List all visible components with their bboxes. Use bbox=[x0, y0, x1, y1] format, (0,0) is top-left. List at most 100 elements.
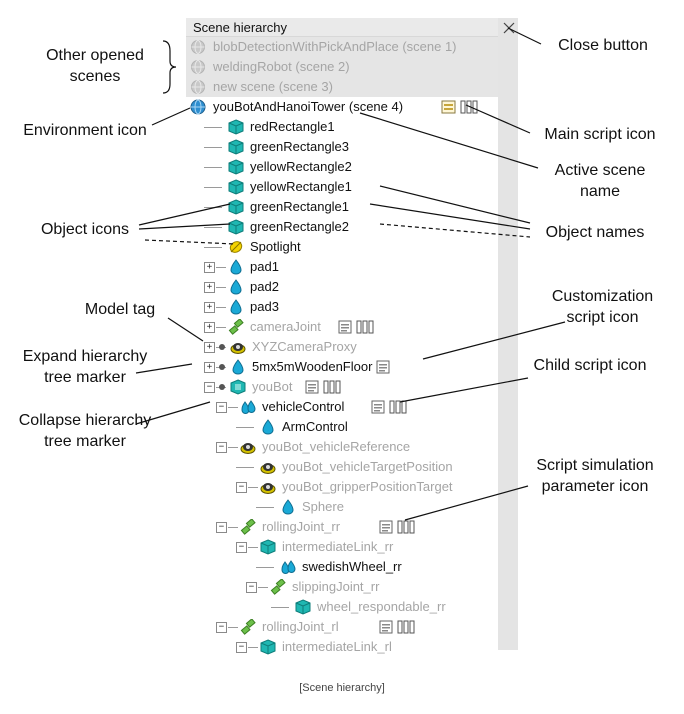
tree-item[interactable]: +pad3 bbox=[186, 297, 498, 317]
tree-item-label: yellowRectangle1 bbox=[250, 179, 352, 194]
tree-item[interactable]: −youBot bbox=[186, 377, 498, 397]
child-script-icon[interactable] bbox=[338, 320, 378, 334]
collapse-tree-marker[interactable]: − bbox=[216, 442, 227, 453]
collapse-tree-marker[interactable]: − bbox=[204, 382, 215, 393]
cube-icon bbox=[228, 199, 244, 215]
expand-tree-marker[interactable]: + bbox=[204, 282, 215, 293]
tree-connector-line bbox=[228, 447, 238, 448]
expand-tree-marker[interactable]: + bbox=[204, 342, 215, 353]
tree-item[interactable]: + pad2 bbox=[186, 277, 498, 297]
collapse-tree-marker[interactable]: − bbox=[216, 402, 227, 413]
tree-item[interactable]: +pad1 bbox=[186, 257, 498, 277]
shape-icon bbox=[260, 419, 276, 435]
active-scene-row[interactable]: youBotAndHanoiTower (scene 4) bbox=[186, 97, 498, 117]
other-scene-item[interactable]: blobDetectionWithPickAndPlace (scene 1) bbox=[186, 37, 498, 57]
tree-item-label: Sphere bbox=[302, 499, 344, 514]
tree-item-label: youBot_vehicleTargetPosition bbox=[282, 459, 453, 474]
collapse-tree-marker[interactable]: − bbox=[216, 522, 227, 533]
tree-item[interactable]: − slippingJoint_rr bbox=[186, 577, 498, 597]
cube-icon bbox=[260, 639, 276, 655]
tree-item[interactable]: Spotlight bbox=[186, 237, 498, 257]
callout-model-tag: Model tag bbox=[84, 301, 156, 318]
dummy-icon bbox=[230, 339, 246, 355]
callout-close-button: Close button bbox=[558, 37, 648, 54]
callout-collapse-marker: Collapse hierarchy tree marker bbox=[18, 412, 152, 450]
tree-item[interactable]: swedishWheel_rr bbox=[186, 557, 498, 577]
tree-item[interactable]: −youBot_vehicleReference bbox=[186, 437, 498, 457]
tree-connector-line bbox=[204, 247, 222, 248]
callout-active-scene-name: Active scene name bbox=[554, 162, 646, 200]
tree-item-label: greenRectangle2 bbox=[250, 219, 350, 234]
tree-connector-line bbox=[236, 467, 254, 468]
expand-tree-marker[interactable]: + bbox=[204, 322, 215, 333]
leader-model-tag bbox=[167, 317, 204, 342]
tree-connector-line bbox=[248, 647, 258, 648]
child-script-icon[interactable] bbox=[371, 400, 411, 414]
tree-item[interactable]: redRectangle1 bbox=[186, 117, 498, 137]
multishape-icon bbox=[280, 559, 296, 575]
tree-item-label: slippingJoint_rr bbox=[292, 579, 380, 594]
tree-item[interactable]: +XYZCameraProxy bbox=[186, 337, 498, 357]
tree-item[interactable]: ArmControl bbox=[186, 417, 498, 437]
leader-object-icons-1 bbox=[138, 203, 231, 226]
collapse-tree-marker[interactable]: − bbox=[236, 542, 247, 553]
customization-script-icon[interactable] bbox=[376, 360, 392, 374]
model-icon bbox=[230, 379, 246, 395]
tree-item-label: youBot_gripperPositionTarget bbox=[282, 479, 453, 494]
tree-connector-line bbox=[256, 567, 274, 568]
callout-other-scenes: Other opened scenes bbox=[46, 47, 144, 85]
tree-item[interactable]: +5mx5mWoodenFloor bbox=[186, 357, 498, 377]
other-scene-item[interactable]: weldingRobot (scene 2) bbox=[186, 57, 498, 77]
child-script-icon[interactable] bbox=[379, 620, 419, 634]
other-scenes-band bbox=[186, 37, 498, 97]
tree-item[interactable]: +cameraJoint bbox=[186, 317, 498, 337]
tree-item-label: wheel_respondable_rr bbox=[317, 599, 446, 614]
tree-item[interactable]: −rollingJoint_rl bbox=[186, 617, 498, 637]
expand-tree-marker[interactable]: + bbox=[204, 302, 215, 313]
other-scene-item[interactable]: new scene (scene 3) bbox=[186, 77, 498, 97]
shape-icon bbox=[228, 259, 244, 275]
tree-connector-line bbox=[216, 267, 226, 268]
tree-item[interactable]: Sphere bbox=[186, 497, 498, 517]
tree-item[interactable]: greenRectangle3 bbox=[186, 137, 498, 157]
main-script-icon[interactable] bbox=[441, 100, 483, 114]
panel-title: Scene hierarchy bbox=[193, 20, 287, 35]
tree-item[interactable]: −intermediateLink_rl bbox=[186, 637, 498, 657]
tree-item[interactable]: −intermediateLink_rr bbox=[186, 537, 498, 557]
tree-item-label: 5mx5mWoodenFloor bbox=[252, 359, 373, 374]
vertical-scrollbar[interactable] bbox=[498, 18, 518, 650]
expand-tree-marker[interactable]: + bbox=[204, 362, 215, 373]
tree-connector-line bbox=[216, 287, 226, 288]
cube-icon bbox=[228, 179, 244, 195]
collapse-tree-marker[interactable]: − bbox=[246, 582, 257, 593]
child-script-icon[interactable] bbox=[305, 380, 345, 394]
tree-connector-line bbox=[248, 547, 258, 548]
leader-object-icons-2 bbox=[138, 223, 231, 230]
leader-active-scene-name bbox=[359, 112, 539, 169]
tree-item-label: pad2 bbox=[250, 279, 279, 294]
tree-connector-line bbox=[204, 167, 222, 168]
environment-icon[interactable] bbox=[190, 99, 206, 115]
model-tag bbox=[219, 384, 225, 390]
joint-icon bbox=[240, 618, 256, 635]
tree-item[interactable]: greenRectangle2 bbox=[186, 217, 498, 237]
leader-script-param-icon bbox=[404, 485, 529, 521]
leader-object-names-2 bbox=[369, 203, 531, 230]
collapse-tree-marker[interactable]: − bbox=[236, 482, 247, 493]
joint-icon bbox=[228, 318, 244, 335]
child-script-icon[interactable] bbox=[379, 520, 419, 534]
leader-environment-icon bbox=[151, 107, 191, 126]
globe-icon bbox=[190, 39, 206, 55]
tree-item[interactable]: yellowRectangle2 bbox=[186, 157, 498, 177]
tree-item[interactable]: −rollingJoint_rr bbox=[186, 517, 498, 537]
tree-item[interactable]: −vehicleControl bbox=[186, 397, 498, 417]
active-scene-name: youBotAndHanoiTower (scene 4) bbox=[213, 99, 404, 114]
collapse-tree-marker[interactable]: − bbox=[236, 642, 247, 653]
tree-item[interactable]: youBot_vehicleTargetPosition bbox=[186, 457, 498, 477]
tree-item[interactable]: − youBot_gripperPositionTarget bbox=[186, 477, 498, 497]
shape-icon bbox=[230, 359, 246, 375]
expand-tree-marker[interactable]: + bbox=[204, 262, 215, 273]
tree-item[interactable]: wheel_respondable_rr bbox=[186, 597, 498, 617]
tree-item[interactable]: yellowRectangle1 bbox=[186, 177, 498, 197]
collapse-tree-marker[interactable]: − bbox=[216, 622, 227, 633]
